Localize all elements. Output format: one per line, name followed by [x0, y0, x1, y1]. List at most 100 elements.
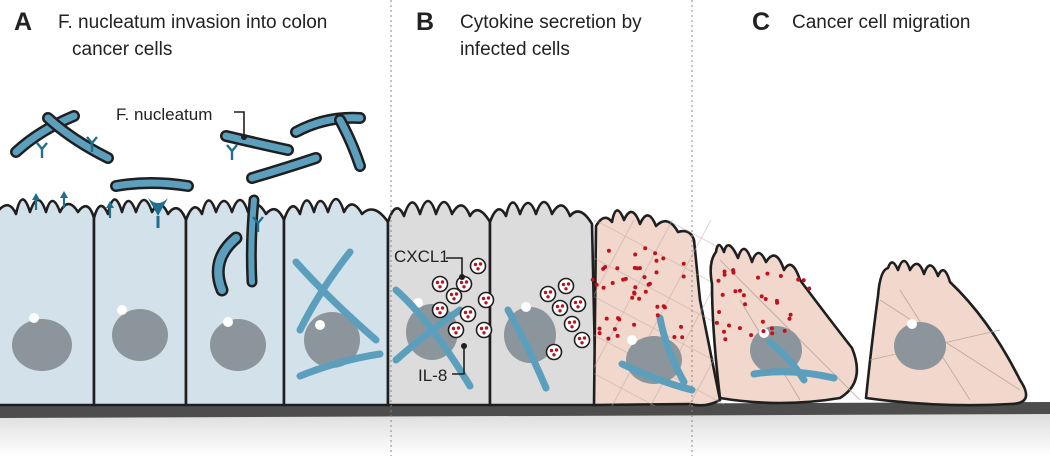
bacterium-label: F. nucleatum — [116, 105, 212, 124]
cytokine-dot — [643, 289, 648, 294]
cytokine-dot — [775, 300, 780, 305]
cytokine-dot — [722, 269, 727, 274]
cytokine-dot — [769, 326, 774, 331]
cytokine-dot — [615, 333, 620, 338]
cytokine-dot — [643, 246, 648, 251]
cytokine-dot — [731, 268, 736, 273]
cytokine-dot — [743, 302, 748, 307]
nuclei-panel-a — [12, 305, 360, 371]
panel-c-title-line1: Cancer cell migration — [792, 12, 970, 33]
cytokine-dot — [756, 275, 760, 280]
cytokine-dot — [654, 258, 659, 263]
cytokine-dot — [778, 274, 783, 278]
cytokine-dot — [661, 256, 666, 261]
cytokine-dot — [733, 289, 738, 294]
cytokine-dot — [606, 336, 611, 341]
cytokine-dot — [717, 310, 722, 314]
cytokine-dot — [801, 278, 806, 283]
cytokine-dot — [633, 285, 638, 290]
cytokine-dot — [610, 281, 615, 285]
cytokine-dot — [615, 266, 620, 271]
normal-epithelium: F. nucleatum — [0, 105, 390, 407]
internalizing-bacterium — [211, 194, 260, 297]
adhesin-receptor-binding — [148, 198, 168, 228]
cytokine-dot — [642, 275, 647, 280]
cytokine-dot — [760, 319, 765, 324]
cytokine-dot — [630, 295, 635, 300]
cytokine-dot — [681, 274, 686, 279]
cytokine-dot — [653, 251, 658, 256]
cytokine-dot — [722, 329, 726, 334]
cytokine-dot — [761, 329, 766, 334]
cytokine-dot — [633, 252, 638, 257]
cytokine-dot — [601, 285, 606, 290]
cytokine-callouts: CXCL1 IL-8 — [394, 247, 467, 385]
cytokine-dot — [759, 294, 764, 299]
cytokine-dot — [597, 331, 602, 336]
panel-a-letter: A — [14, 8, 32, 36]
bacterium-callout: F. nucleatum — [116, 105, 247, 140]
cytokine-dot — [714, 320, 719, 325]
cytokine-dot — [635, 266, 640, 271]
intracellular-bacteria-panel-b — [392, 286, 696, 394]
cytokine-dot — [749, 333, 754, 338]
secreted-cytokines-panel-c — [714, 268, 812, 342]
panel-b-heading: B Cytokine secretion by infected cells — [416, 8, 642, 60]
il8-label: IL-8 — [418, 366, 447, 385]
cytokine-dot — [654, 270, 659, 275]
cytokine-dot — [807, 286, 812, 291]
cytokine-dot — [741, 293, 746, 298]
cytokine-dot — [723, 337, 728, 342]
cytokine-dot — [737, 326, 742, 331]
intracellular-bacteria-cell-4 — [292, 248, 384, 380]
cytokine-dot — [672, 335, 677, 339]
cytokine-dot — [679, 324, 683, 329]
cytokine-dot — [632, 290, 637, 295]
cytokine-dot — [606, 248, 611, 253]
cytokine-dot — [604, 316, 609, 321]
cytokine-dot — [770, 331, 775, 336]
epithelial-cell-3 — [184, 198, 286, 407]
panel-c-heading: C Cancer cell migration — [752, 8, 970, 36]
cytokine-dot — [765, 271, 770, 276]
cytokine-dot — [616, 316, 620, 321]
migrating-cell-2 — [864, 259, 1028, 407]
panel-a-heading: A F. nucleatum invasion into colon cance… — [14, 8, 327, 60]
cytokine-dot — [661, 304, 666, 309]
cytokine-dot — [787, 316, 792, 321]
secreted-cytokines — [590, 246, 686, 341]
infected-epithelium: CXCL1 IL-8 — [386, 199, 724, 407]
epithelial-cell-2 — [92, 198, 188, 407]
cytokine-dot — [655, 304, 660, 309]
intracellular-bacteria-panel-c — [750, 338, 838, 384]
cytokine-dot — [738, 288, 742, 293]
cytokine-dot — [621, 277, 626, 282]
cxcl1-label: CXCL1 — [394, 247, 449, 266]
cytokine-dot — [720, 292, 725, 297]
epithelial-cell-1 — [0, 198, 96, 407]
cytokine-dot — [637, 296, 642, 301]
cytokine-dot — [763, 297, 768, 301]
cytokine-dot — [722, 272, 727, 277]
panel-b-letter: B — [416, 8, 434, 36]
cytokine-dot — [727, 323, 731, 328]
cytokine-dot — [603, 265, 608, 269]
panel-a-title-line1: F. nucleatum invasion into colon — [58, 12, 327, 33]
cytokine-dot — [681, 261, 686, 266]
cytokine-dot — [716, 278, 721, 283]
cytokine-dot — [796, 277, 801, 282]
cytokine-dot — [632, 322, 637, 327]
cytokine-dot — [594, 282, 599, 287]
cytokine-dot — [788, 312, 793, 317]
free-bacteria — [10, 110, 366, 192]
cytokine-dot — [647, 281, 652, 286]
cytokine-dot — [655, 313, 660, 318]
panel-b-title-line1: Cytokine secretion by — [460, 12, 642, 33]
panel-c-letter: C — [752, 8, 770, 36]
cytokine-dot — [680, 335, 685, 340]
panel-b-title-line2: infected cells — [460, 39, 570, 60]
cytokine-dot — [590, 277, 595, 282]
cytokine-dot — [782, 328, 787, 333]
